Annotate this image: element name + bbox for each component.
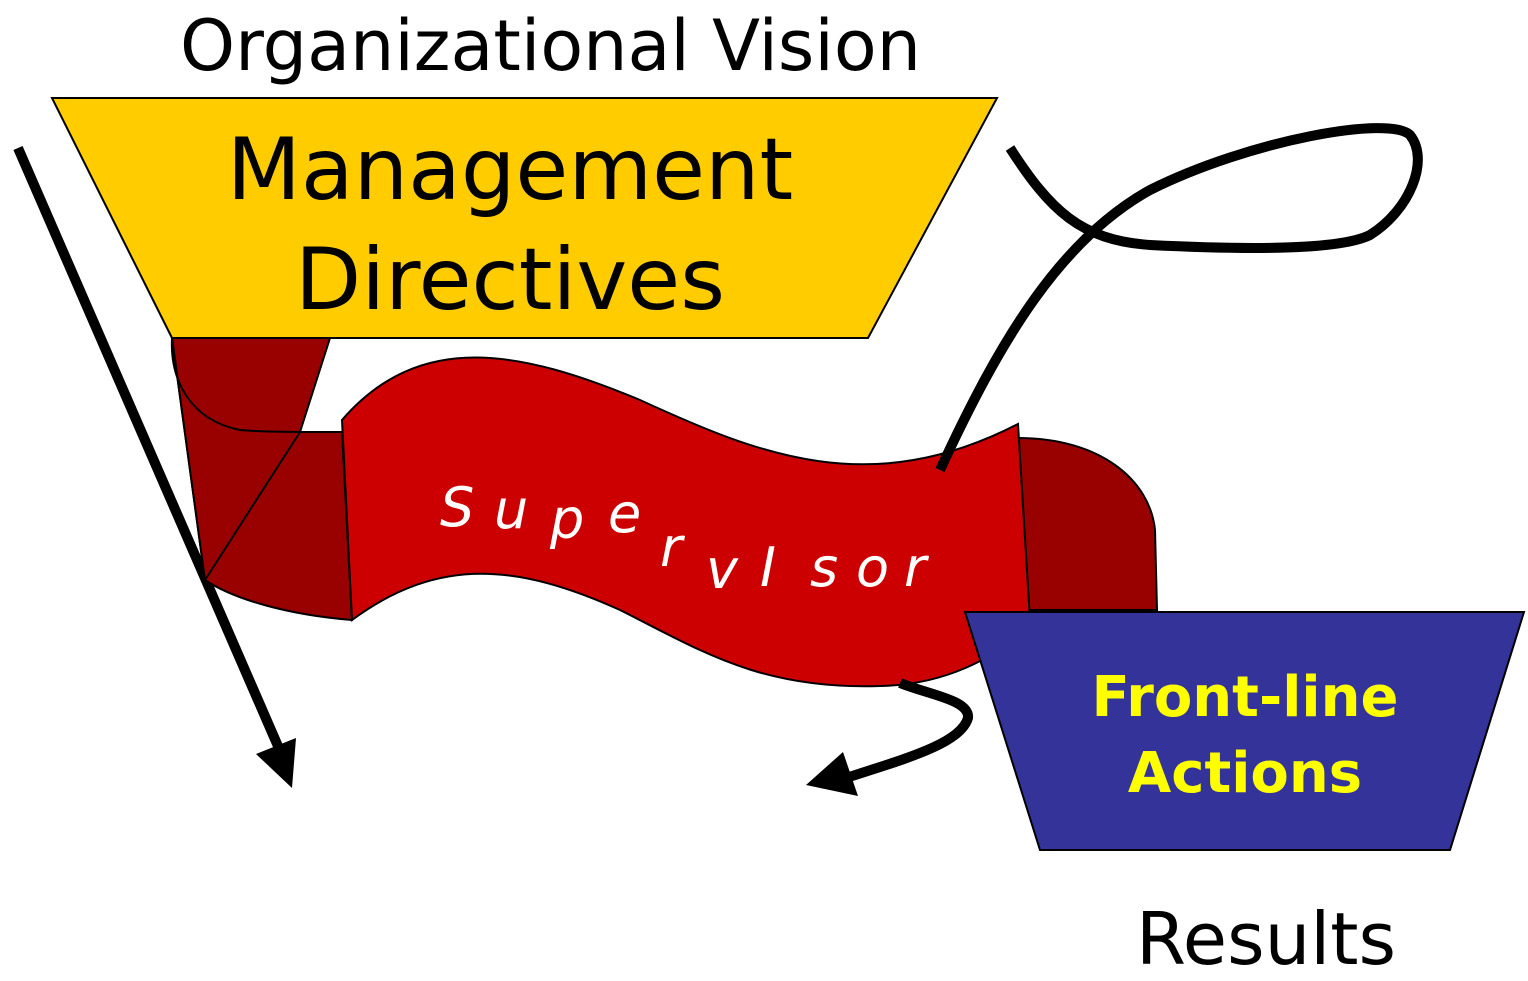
management-directives-box xyxy=(50,97,999,339)
organizational-vision-label: Organizational Vision xyxy=(180,5,922,87)
management-label-line2: Directives xyxy=(295,230,725,330)
banner-left-curl xyxy=(170,337,302,583)
supervisor-letter: S xyxy=(440,476,475,539)
supervisor-letter: r xyxy=(904,536,927,599)
supervisor-letter: r xyxy=(660,516,683,579)
supervisor-letter: u xyxy=(494,478,529,541)
supervisor-letter: p xyxy=(550,488,585,551)
frontline-label-line1: Front-line xyxy=(1091,665,1399,730)
supervisor-letter: v xyxy=(706,538,738,601)
frontline-label-line2: Actions xyxy=(1127,741,1363,806)
loop-arrow-head xyxy=(806,752,858,796)
loop-arrow-tail xyxy=(838,678,973,785)
supervisor-letter: s xyxy=(810,536,839,599)
supervisor-letter: I xyxy=(760,536,776,599)
supervisor-letter: o xyxy=(856,536,890,599)
results-label: Results xyxy=(1136,897,1396,981)
management-label-line1: Management xyxy=(226,120,794,220)
supervisor-letter: e xyxy=(608,482,642,545)
banner-right-fold xyxy=(1016,436,1159,611)
frontline-actions-box xyxy=(963,611,1526,851)
left-arrow xyxy=(13,146,289,762)
loop-arrow xyxy=(935,123,1423,473)
left-arrow-head xyxy=(256,738,296,788)
